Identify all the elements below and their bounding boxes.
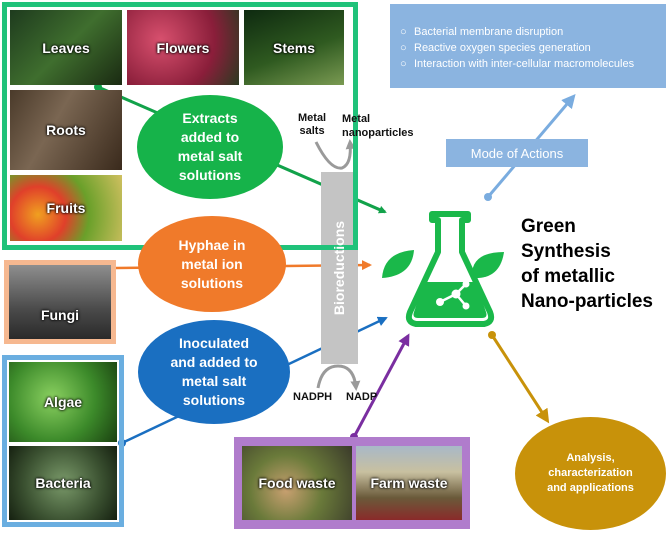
mode-of-actions-list: ○Bacterial membrane disruption ○Reactive… — [400, 24, 666, 72]
tile-leaves: Leaves — [10, 10, 122, 85]
molecule-icon — [436, 280, 470, 310]
tile-roots: Roots — [10, 90, 122, 170]
mode-of-actions-label: Mode of Actions — [446, 139, 588, 167]
mode-item: ○Bacterial membrane disruption — [400, 26, 564, 38]
tile-flowers: Flowers — [127, 10, 239, 85]
tile-food-waste: Food waste — [242, 446, 352, 520]
tile-bacteria: Bacteria — [9, 446, 117, 520]
mode-item: ○Interaction with inter-cellular macromo… — [400, 58, 635, 70]
fungi-frame — [4, 260, 116, 344]
tile-fungi: Fungi — [40, 307, 80, 323]
mode-item: ○Reactive oxygen species generation — [400, 42, 591, 54]
nadph-label: NADPH — [293, 391, 333, 403]
leaf-icon — [382, 250, 504, 279]
microbe-frame — [2, 355, 124, 527]
nadp-label: NADP — [346, 391, 378, 403]
tile-algae: Algae — [9, 362, 117, 442]
mode-of-actions-box: ○Bacterial membrane disruption ○Reactive… — [390, 4, 666, 88]
bioreduction-bar — [321, 172, 358, 364]
arrow-waste — [352, 333, 410, 438]
arrow-analysis — [490, 334, 550, 424]
tile-stems: Stems — [244, 10, 344, 85]
tile-fruits: Fruits — [10, 175, 122, 241]
tile-farm-waste: Farm waste — [356, 446, 462, 520]
